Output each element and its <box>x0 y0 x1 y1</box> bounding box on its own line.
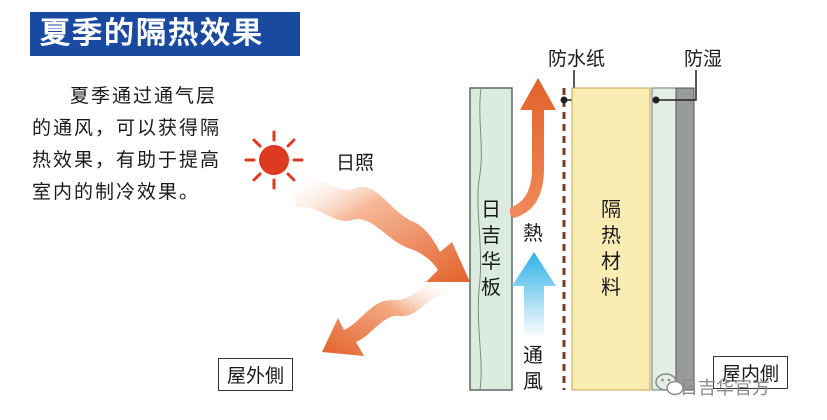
incoming-heat-arrow <box>292 176 470 282</box>
indoor-side-label: 屋内側 <box>713 356 789 389</box>
ventilation-label: 通風 <box>523 343 543 393</box>
outdoor-side-label: 屋外側 <box>218 358 294 391</box>
moisture-barrier <box>675 87 695 391</box>
waterproof-paper-label: 防水纸 <box>548 48 606 70</box>
insulation-layer <box>571 87 651 391</box>
page-title: 夏季的隔热效果 <box>30 12 300 56</box>
ventilation-arrow <box>512 252 556 338</box>
description-text: 夏季通过通气层的通风，可以获得隔热效果，有助于提高室内的制冷效果。 <box>32 85 222 203</box>
watermark-text: 日吉华官方 <box>680 378 770 399</box>
moisture-proof-label: 防湿 <box>684 48 723 70</box>
heat-rising-arrow <box>510 78 556 218</box>
wechat-icon <box>655 373 684 396</box>
sunshine-label: 日照 <box>336 152 375 174</box>
heat-label: 熱 <box>523 221 543 245</box>
cladding-board <box>469 87 513 391</box>
cladding-board-label: 日吉华板 <box>481 197 501 299</box>
reflected-heat-arrow <box>322 281 448 356</box>
insulation-label: 隔热材料 <box>601 197 621 299</box>
inner-wall <box>651 87 677 391</box>
